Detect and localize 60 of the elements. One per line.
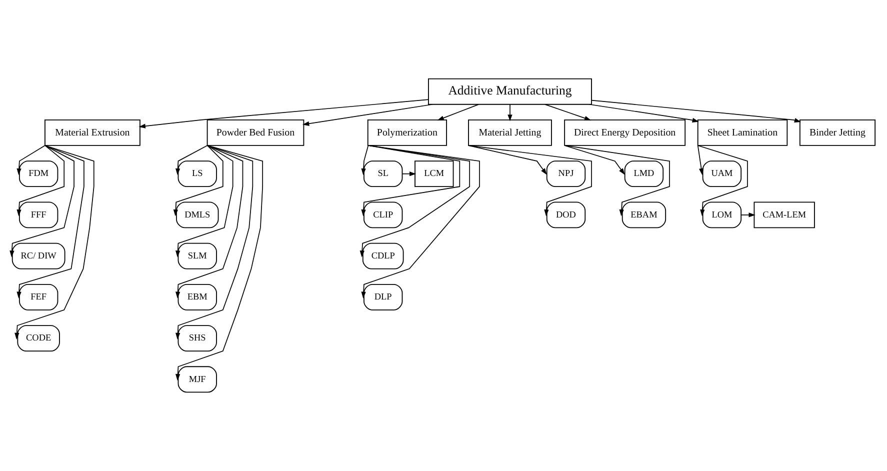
arrow <box>176 145 264 381</box>
node-box: SL <box>364 160 403 188</box>
arrow <box>360 145 470 258</box>
arrow <box>697 145 748 216</box>
node-box: EBM <box>178 284 217 310</box>
node-box: Material Jetting <box>468 120 552 146</box>
arrow <box>302 104 434 126</box>
node-box: EBAM <box>622 202 666 228</box>
node-box: Direct Energy Deposition <box>564 120 686 146</box>
node-box: UAM <box>702 160 742 188</box>
node-box: CLIP <box>364 202 403 228</box>
arrow <box>176 145 208 176</box>
arrow <box>176 145 254 340</box>
node-box: FFF <box>18 202 58 228</box>
arrow <box>588 104 699 122</box>
node-box: FDM <box>18 160 58 188</box>
node-box: CAM-LEM <box>754 202 815 228</box>
arrow <box>176 145 234 258</box>
arrow <box>16 145 84 298</box>
arrow <box>508 104 512 122</box>
node-box: SLM <box>178 242 217 270</box>
node-box: CODE <box>17 325 60 352</box>
node-box: LMD <box>624 160 664 188</box>
arrow <box>740 212 756 218</box>
arrow <box>591 100 802 122</box>
arrow <box>402 172 416 176</box>
node-box: DLP <box>364 284 403 310</box>
node-box: Sheet Lamination <box>697 120 788 146</box>
node-box: CDLP <box>362 242 404 270</box>
node-box: FEF <box>18 284 58 310</box>
arrow <box>544 104 592 120</box>
node-box: LCM <box>414 160 454 188</box>
arrow <box>361 145 460 216</box>
arrow <box>468 145 547 175</box>
arrow <box>14 145 94 340</box>
node-box: LOM <box>702 202 742 228</box>
node-box: Polymerization <box>367 120 447 146</box>
node-box: MJF <box>178 366 217 393</box>
arrow <box>361 145 480 298</box>
node-box: Material Extrusion <box>44 120 140 146</box>
arrow <box>10 145 74 258</box>
arrow <box>173 145 224 216</box>
node-box: Additive Manufacturing <box>428 78 592 105</box>
node-box: SHS <box>178 325 217 352</box>
arrow <box>138 99 429 128</box>
arrow <box>16 145 65 216</box>
arrow <box>468 145 592 216</box>
arrow <box>16 145 46 176</box>
arrow <box>176 145 244 298</box>
arrow <box>564 145 670 216</box>
arrow <box>697 145 704 176</box>
node-box: Binder Jetting <box>799 120 876 146</box>
node-box: LS <box>178 160 217 188</box>
node-box: DMLS <box>176 202 219 228</box>
node-box: DOD <box>546 202 586 228</box>
arrow <box>361 145 369 176</box>
node-box: NPJ <box>546 160 586 188</box>
node-box: Powder Bed Fusion <box>206 120 304 146</box>
node-box: RC/ DIW <box>12 242 66 270</box>
arrow <box>564 145 625 175</box>
